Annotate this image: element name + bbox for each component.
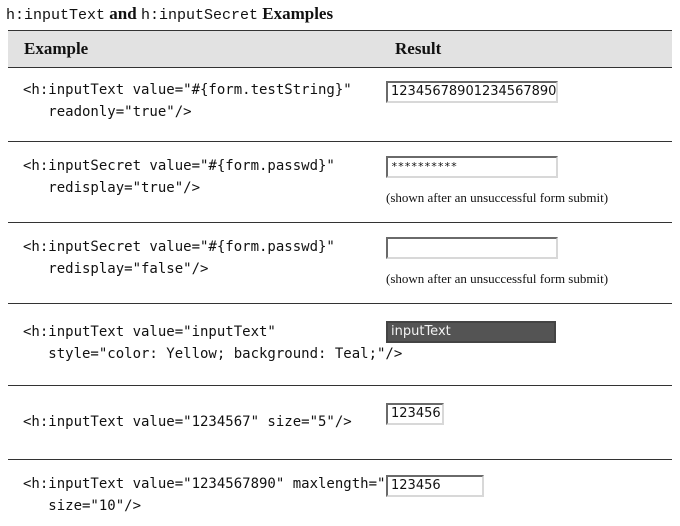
code-line: size="10"/>: [23, 498, 142, 514]
code-snippet: <h:inputText value="1234567" size="5"/>: [23, 411, 352, 433]
result-note: (shown after an unsuccessful form submit…: [386, 271, 609, 286]
table-row-secret-redisplay-true: <h:inputSecret value="#{form.passwd}" re…: [8, 142, 672, 223]
result-cell: 123456: [386, 475, 484, 497]
code-line: style="color: Yellow; background: Teal;"…: [23, 346, 403, 362]
result-cell: 123456: [386, 403, 444, 425]
code-line: <h:inputText value="inputText": [23, 324, 276, 340]
caption-examples: Examples: [262, 4, 334, 23]
table-row-styled: <h:inputText value="inputText" style="co…: [8, 304, 672, 386]
code-line: readonly="true"/>: [23, 104, 192, 120]
code-snippet: <h:inputSecret value="#{form.passwd}" re…: [23, 236, 335, 280]
caption-code-inputtext: h:inputText: [6, 7, 106, 24]
table-row-readonly: <h:inputText value="#{form.testString}" …: [8, 68, 672, 142]
result-cell: inputText: [386, 321, 556, 343]
caption-code-inputsecret: h:inputSecret: [140, 7, 258, 24]
result-cell: ********** (shown after an unsuccessful …: [386, 156, 608, 206]
examples-table: Example Result <h:inputText value="#{for…: [8, 30, 672, 526]
code-snippet: <h:inputText value="#{form.testString}" …: [23, 79, 352, 123]
header-example: Example: [24, 39, 89, 58]
text-field-size-5[interactable]: 123456: [386, 403, 444, 425]
styled-text-field[interactable]: inputText: [386, 321, 556, 343]
table-header: Example Result: [8, 30, 672, 68]
header-result: Result: [395, 39, 442, 58]
text-field-maxlength[interactable]: 123456: [386, 475, 484, 497]
password-field[interactable]: **********: [386, 156, 558, 178]
code-line: <h:inputSecret value="#{form.passwd}": [23, 158, 335, 174]
table-row-size: <h:inputText value="1234567" size="5"/> …: [8, 386, 672, 460]
code-snippet: <h:inputSecret value="#{form.passwd}" re…: [23, 155, 335, 199]
code-line: <h:inputText value="#{form.testString}": [23, 82, 352, 98]
code-snippet: <h:inputText value="1234567890" maxlengt…: [23, 473, 402, 517]
table-row-maxlength: <h:inputText value="1234567890" maxlengt…: [8, 460, 672, 526]
figure-caption: h:inputText and h:inputSecret Examples: [6, 4, 333, 24]
code-snippet: <h:inputText value="inputText" style="co…: [23, 321, 402, 365]
code-line: <h:inputSecret value="#{form.passwd}": [23, 239, 335, 255]
code-line: redisplay="false"/>: [23, 261, 209, 277]
result-note: (shown after an unsuccessful form submit…: [386, 190, 609, 205]
code-line: <h:inputText value="1234567890" maxlengt…: [23, 476, 403, 492]
password-field[interactable]: [386, 237, 558, 259]
caption-and: and: [109, 4, 137, 23]
code-line: redisplay="true"/>: [23, 180, 201, 196]
result-cell: 12345678901234567890: [386, 81, 558, 103]
readonly-text-field[interactable]: 12345678901234567890: [386, 81, 558, 103]
code-line: <h:inputText value="1234567" size="5"/>: [23, 414, 352, 430]
table-row-secret-redisplay-false: <h:inputSecret value="#{form.passwd}" re…: [8, 223, 672, 304]
result-cell: (shown after an unsuccessful form submit…: [386, 237, 608, 287]
